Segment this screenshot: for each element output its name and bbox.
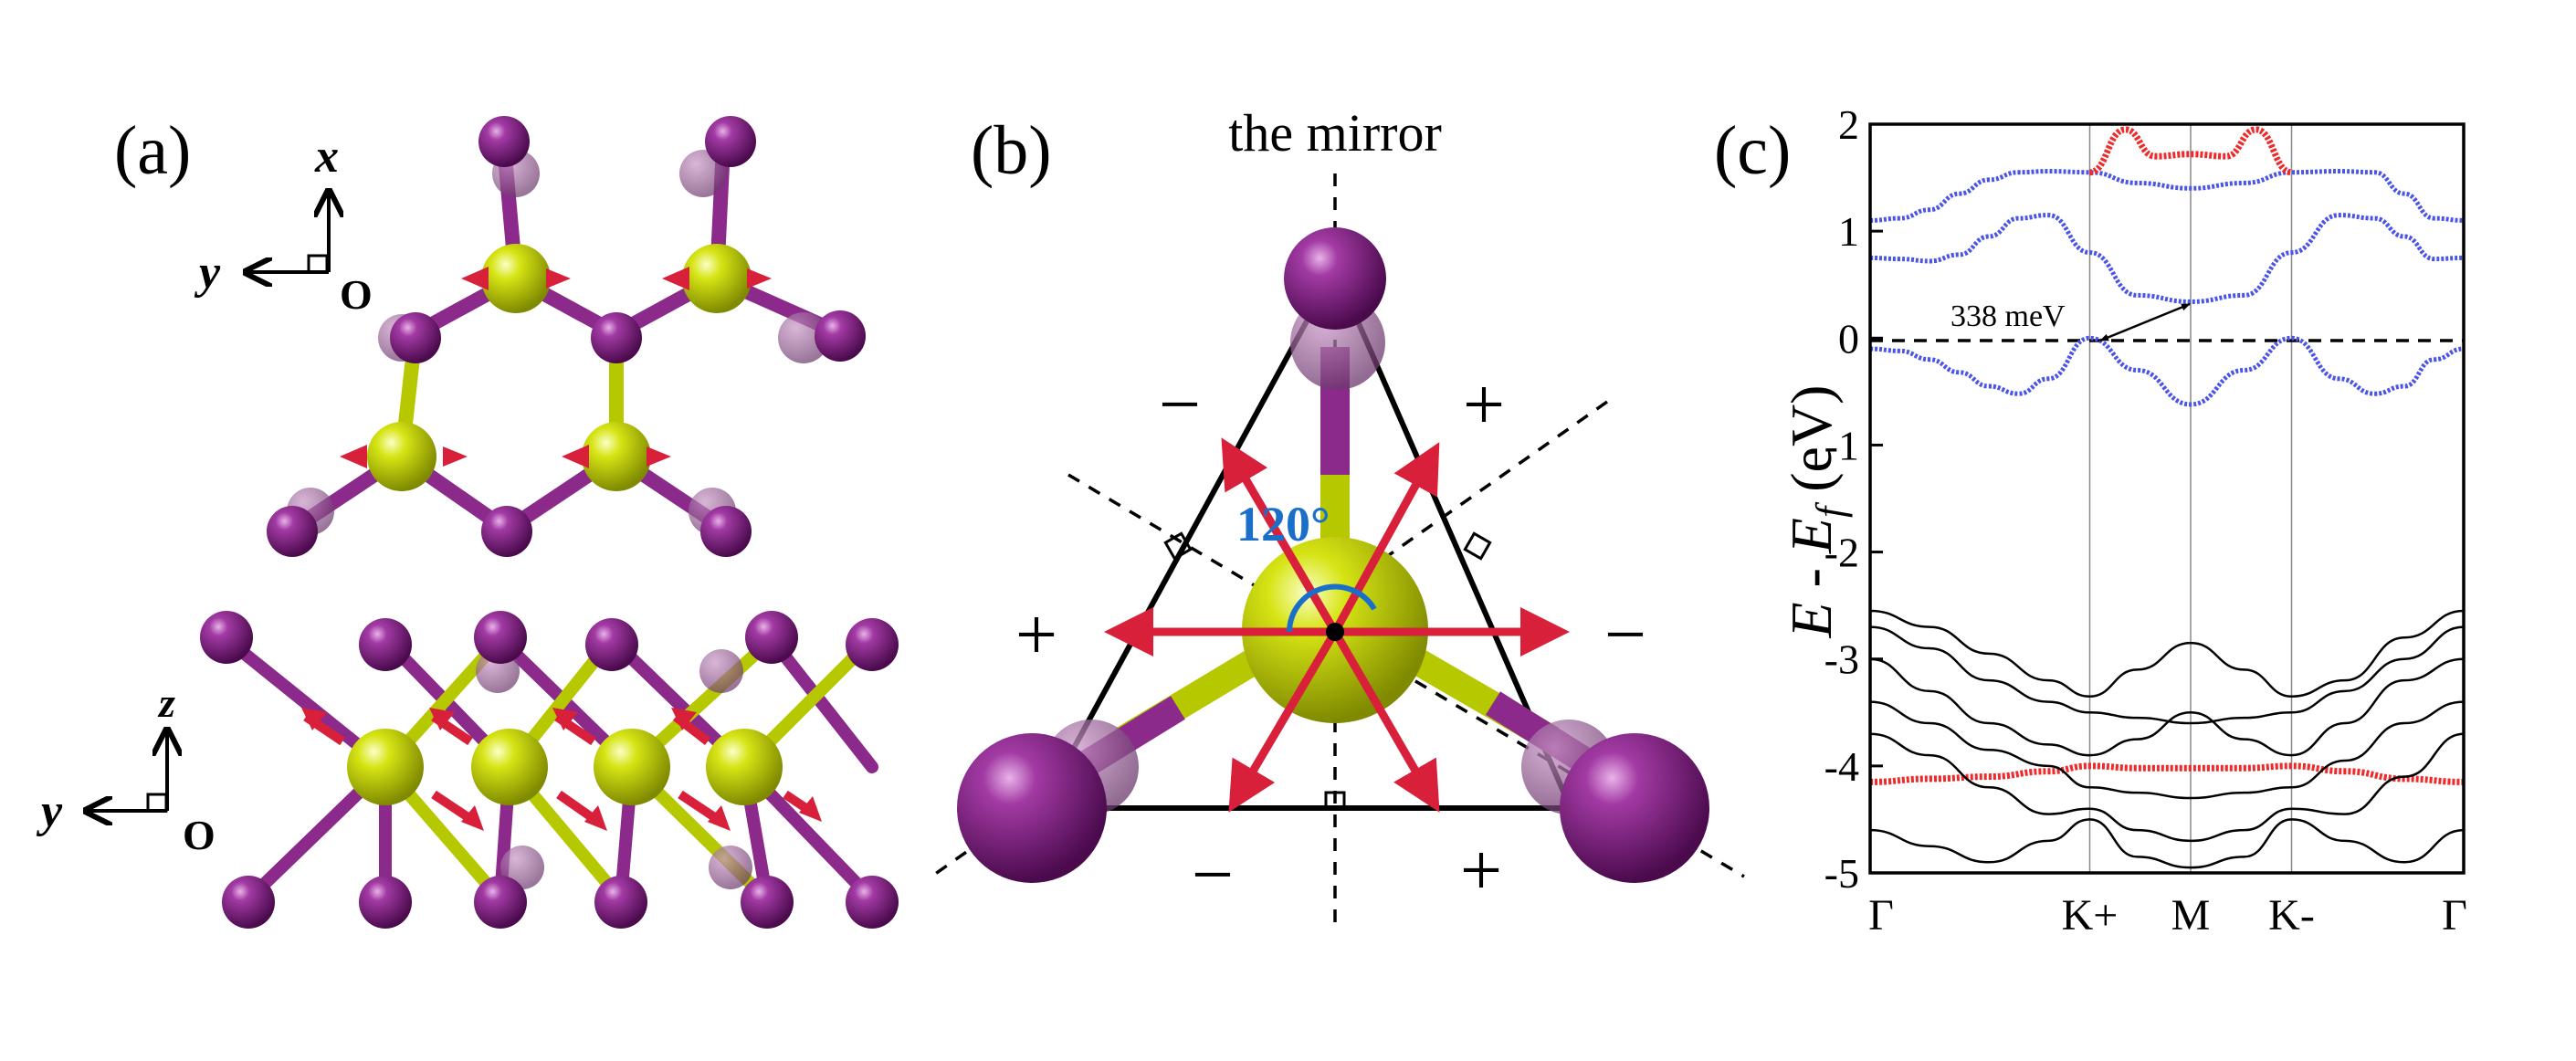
plot-frame: [1868, 122, 2466, 875]
y-tick-label: -2: [1824, 530, 1859, 576]
y-tick-label: 1: [1838, 208, 1859, 255]
y-tick-label: -1: [1824, 422, 1859, 468]
angle-label: 120°: [1236, 497, 1330, 552]
axis-x-label: x: [314, 131, 339, 183]
triangle: [1036, 263, 1575, 811]
axis-origin-label-top: O: [340, 271, 373, 318]
y-tick-label: -3: [1824, 636, 1859, 683]
band-black-10: [1869, 818, 2465, 869]
panel-c-label: (c): [1714, 112, 1791, 189]
iodine-atom-left: [957, 733, 1107, 883]
x-tick-label: Γ: [2442, 891, 2467, 940]
kpath-lines: [2088, 124, 2293, 873]
y-ticks: -5 -4 -3 -2 -1 0 1 2: [1824, 101, 1883, 897]
center-point: [1326, 623, 1344, 641]
x-tick-label: Γ: [1868, 891, 1894, 940]
panel-a-label: (a): [114, 112, 191, 189]
panel-a: (a) x y O: [36, 112, 899, 929]
sign-bottom-left: −: [1192, 833, 1234, 916]
mirror-title: the mirror: [1228, 103, 1442, 163]
structure-top-view: [267, 116, 866, 557]
axis-indicator-top: x y O: [194, 131, 373, 318]
x-ticks: Γ K+ M K- Γ: [1868, 891, 2467, 940]
axis-y-label-top: y: [194, 247, 221, 299]
x-tick-label: K-: [2268, 891, 2315, 940]
band-black-5: [1869, 609, 2465, 698]
panel-c: (c) -5 -4 -3 -2 -1 0 1 2 Γ K+ M K- Γ 338 meV E - Ef…: [1714, 101, 2467, 940]
iodine-atom-right: [1560, 733, 1709, 883]
red-arrows: [1104, 437, 1570, 813]
band-black-9: [1869, 732, 2465, 843]
band-lines: [1869, 126, 2465, 869]
band-blue-2: [1869, 169, 2465, 223]
band-red-4: [1869, 762, 2465, 785]
x-tick-label: M: [2171, 891, 2211, 940]
axis-z-label: z: [157, 679, 175, 726]
band-black-8: [1869, 700, 2465, 800]
band-red-3: [2088, 126, 2293, 176]
sign-bottom-right: +: [1460, 828, 1502, 911]
y-tick-label: 0: [1838, 315, 1859, 362]
band-blue-0: [1869, 335, 2465, 407]
x-tick-label: K+: [2062, 891, 2119, 940]
atoms-b: [957, 227, 1709, 883]
axis-y-label-bottom: y: [36, 785, 63, 837]
y-tick-label: 2: [1838, 101, 1859, 148]
sign-top-left: −: [1159, 362, 1201, 446]
y-tick-label: -5: [1824, 850, 1859, 897]
panel-b: (b) the mirror: [930, 103, 1745, 922]
panel-b-label: (b): [971, 112, 1052, 189]
sign-top-right: +: [1463, 362, 1505, 446]
y-tick-label: -4: [1824, 743, 1859, 790]
sign-left: +: [1015, 593, 1057, 676]
band-blue-1: [1869, 213, 2465, 304]
sign-right: −: [1604, 593, 1646, 676]
gap-annotation: 338 meV: [1950, 299, 2191, 342]
structure-side-view: [200, 611, 899, 929]
axis-origin-label-bottom: O: [183, 812, 216, 858]
sign-labels: − + + − − +: [1015, 362, 1646, 916]
band-chart: -5 -4 -3 -2 -1 0 1 2 Γ K+ M K- Γ 338 meV E - Ef (eV…: [1779, 101, 2467, 940]
angle-arc: [1287, 583, 1377, 633]
band-black-7: [1869, 657, 2465, 757]
iodine-atom-top: [1284, 227, 1386, 330]
gap-label: 338 meV: [1950, 299, 2066, 333]
y-axis-label: E - Ef (eV): [1779, 385, 1853, 639]
axis-indicator-bottom: z y O: [36, 679, 216, 858]
